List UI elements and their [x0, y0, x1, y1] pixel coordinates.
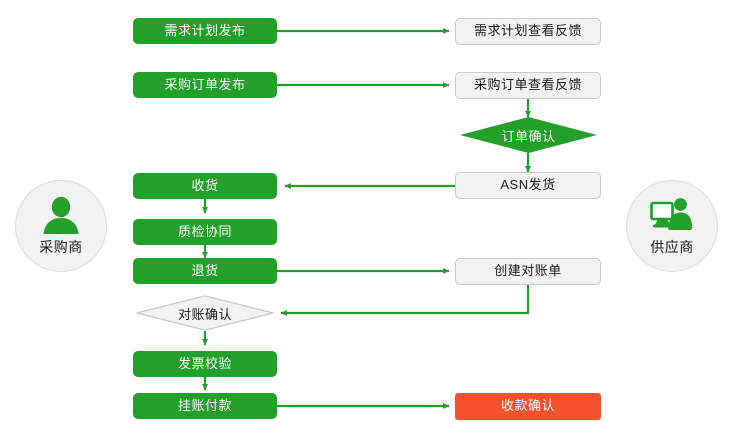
actor-supplier[interactable]: 供应商 — [626, 180, 718, 272]
node-invoice-verify[interactable]: 发票校验 — [133, 351, 277, 377]
node-receive-goods[interactable]: 收货 — [133, 173, 277, 199]
edge-create-statement-to-statement-confirm — [280, 285, 530, 316]
node-purchase-order-publish[interactable]: 采购订单发布 — [133, 72, 277, 98]
node-demand-plan-feedback[interactable]: 需求计划查看反馈 — [455, 18, 601, 45]
node-order-confirm-label: 订单确认 — [501, 128, 556, 144]
node-demand-plan-publish[interactable]: 需求计划发布 — [133, 18, 277, 44]
node-statement-confirm[interactable]: 对账确认 — [136, 295, 274, 331]
node-order-confirm[interactable]: 订单确认 — [460, 117, 597, 153]
person-computer-icon — [650, 197, 693, 230]
person-icon — [43, 196, 79, 234]
node-return-goods[interactable]: 退货 — [133, 258, 277, 284]
diamond-shape-statement-confirm — [136, 295, 274, 331]
diamond-shape-order-confirm — [460, 117, 597, 153]
node-payable-payment[interactable]: 挂账付款 — [133, 393, 277, 419]
node-quality-collab[interactable]: 质检协同 — [133, 219, 277, 245]
node-asn-shipment[interactable]: ASN发货 — [455, 172, 601, 199]
actor-buyer-label: 采购商 — [39, 238, 83, 255]
node-purchase-order-feedback[interactable]: 采购订单查看反馈 — [455, 72, 601, 99]
actor-buyer[interactable]: 采购商 — [15, 180, 107, 272]
node-statement-confirm-label: 对账确认 — [177, 306, 232, 322]
node-create-statement[interactable]: 创建对账单 — [455, 258, 601, 285]
actor-supplier-label: 供应商 — [650, 238, 694, 255]
node-receipt-confirm[interactable]: 收款确认 — [455, 393, 601, 420]
